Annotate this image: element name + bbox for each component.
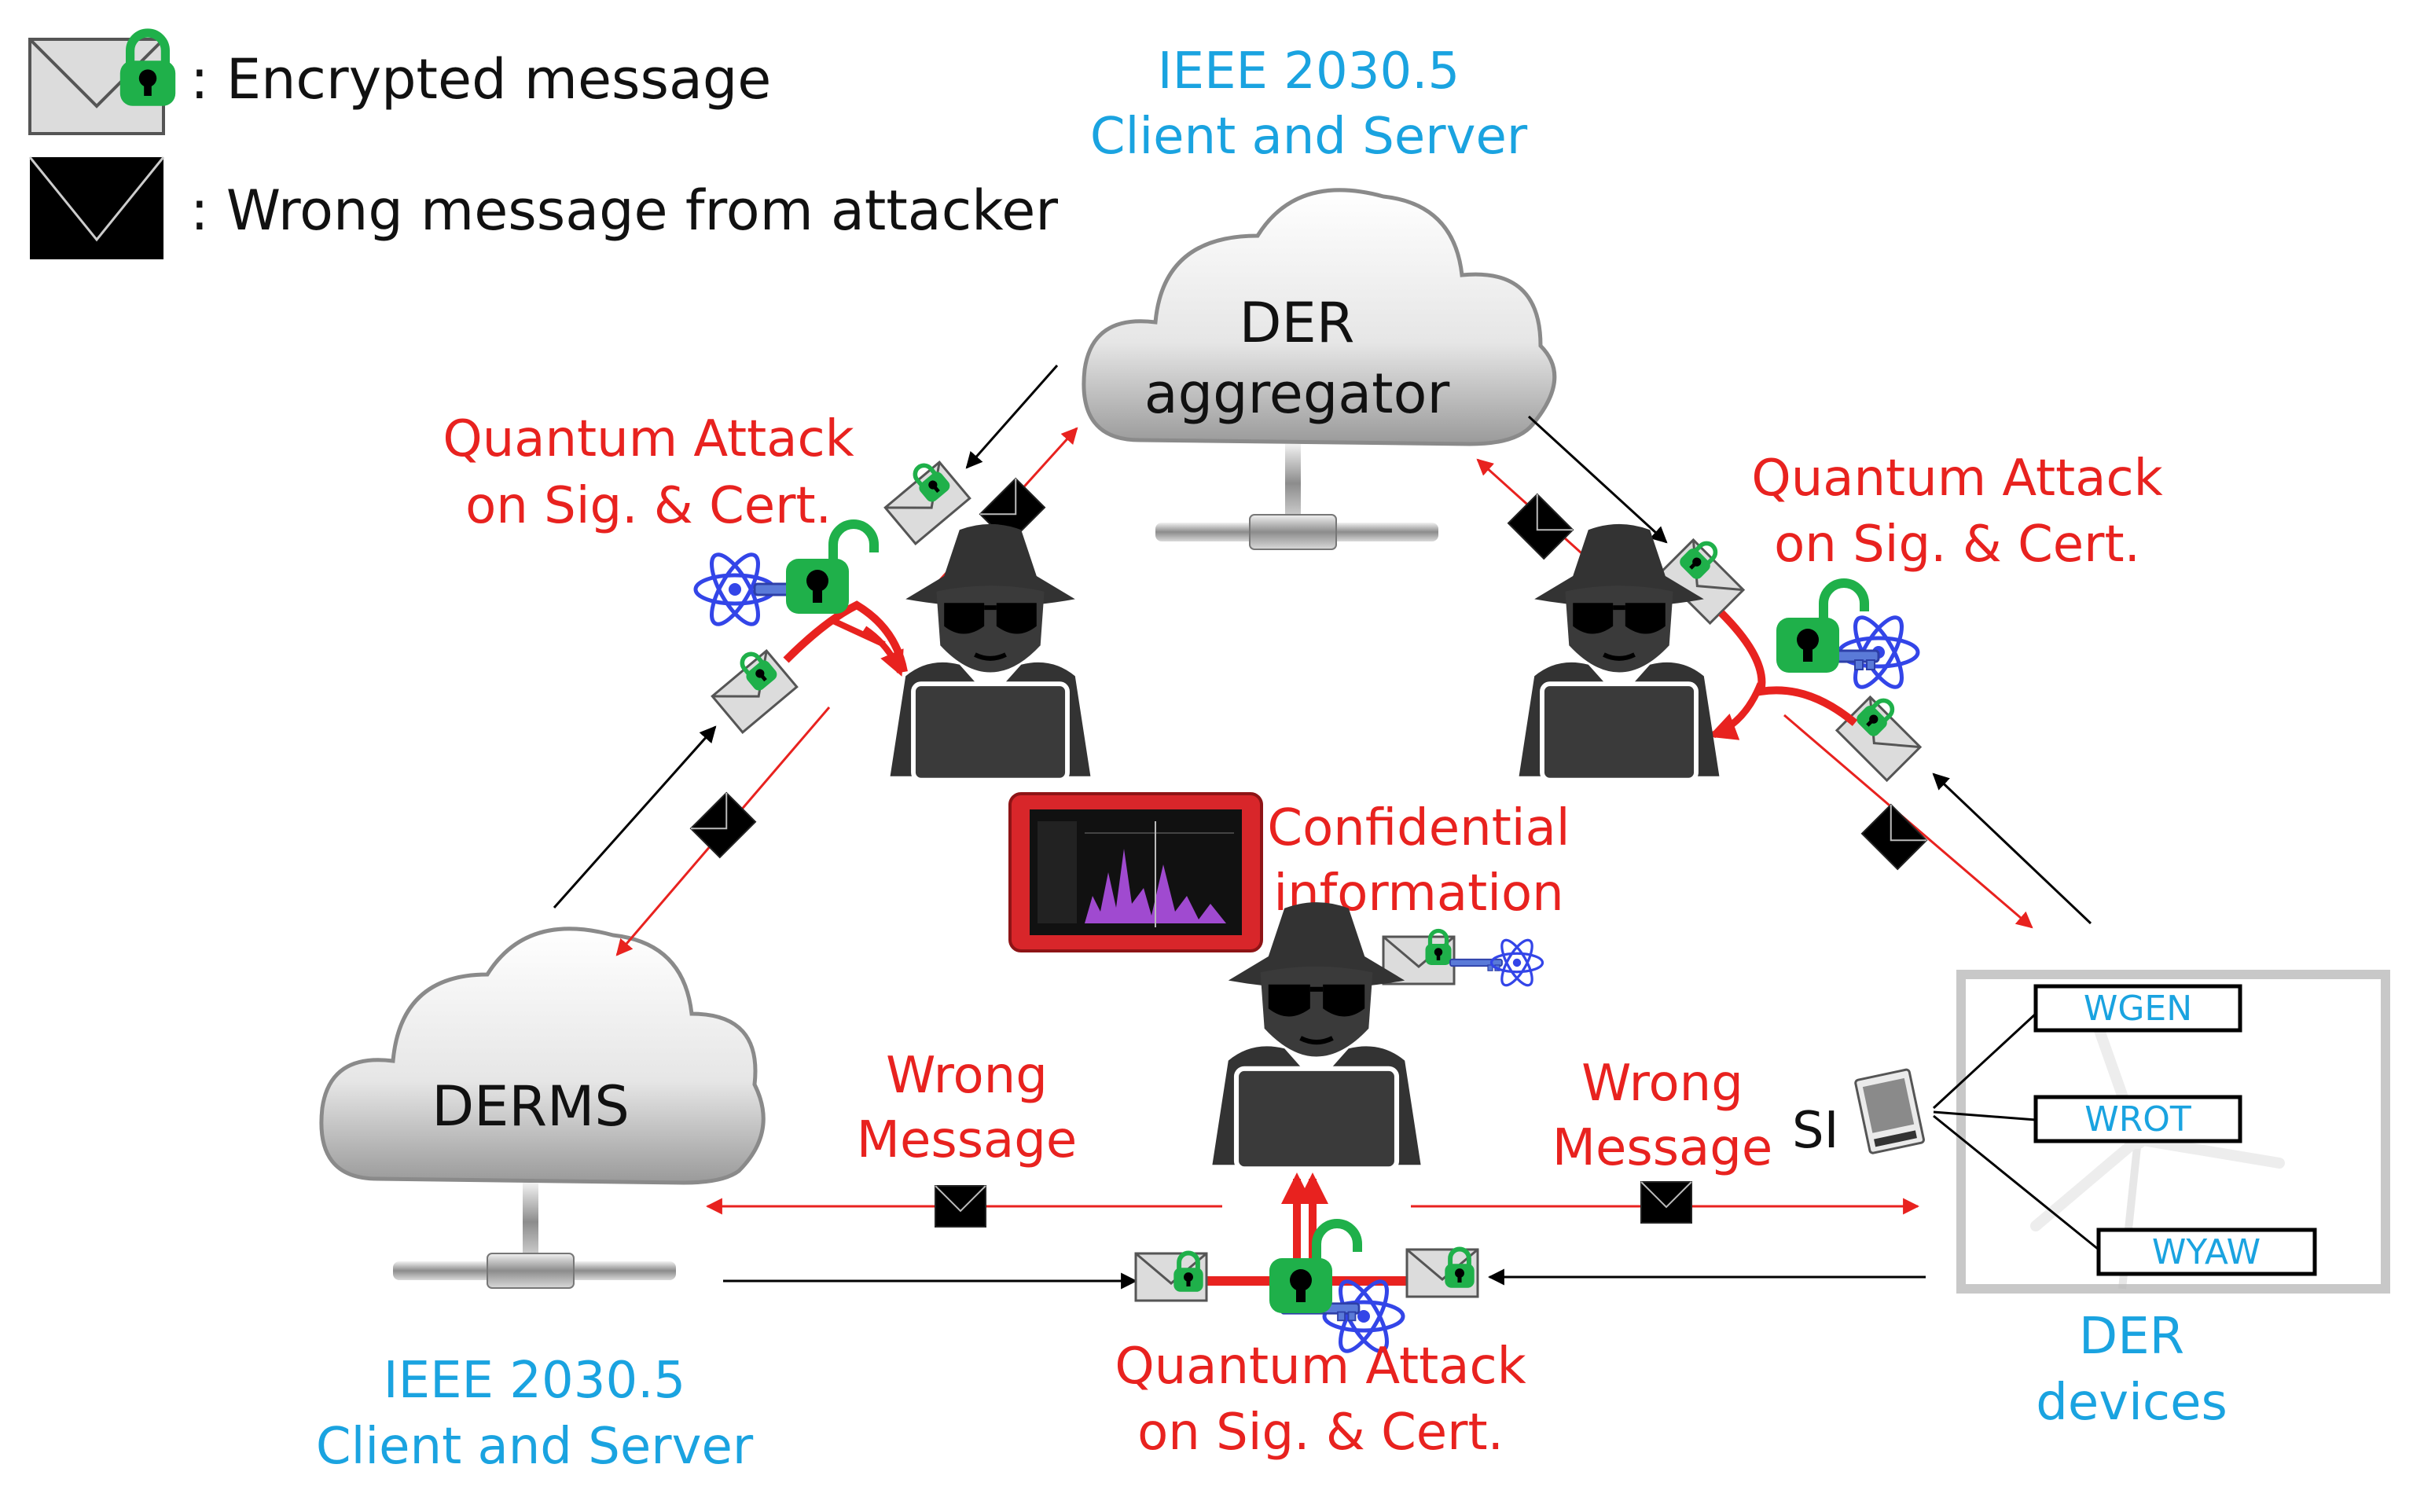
device-wrot: WROT: [2033, 1095, 2242, 1143]
bottom-attack-line2: on Sig. & Cert.: [1137, 1404, 1504, 1462]
wrong-envelope-icon: [1507, 493, 1574, 560]
device-wyaw: WYAW: [2096, 1228, 2317, 1276]
encrypted-envelope-icon: [1658, 533, 1745, 625]
encrypted-envelope-icon: [1134, 1253, 1208, 1302]
top-protocol-line1: IEEE 2030.5: [1158, 42, 1460, 101]
der-devices-caption-line1: DER: [2079, 1308, 2184, 1366]
der-aggregator-cloud: DER aggregator: [1082, 188, 1557, 550]
derms-cloud: DERMS: [319, 927, 766, 1289]
bottom-attack-line1: Quantum Attack: [1115, 1338, 1526, 1396]
wrong-envelope-icon: [935, 1185, 986, 1228]
open-lock-icon: [1269, 1224, 1357, 1313]
spectrum-analyzer-device: [1008, 792, 1263, 952]
wrong-message-right-line1: Wrong: [1581, 1055, 1743, 1113]
left-attack-line2: on Sig. & Cert.: [465, 477, 832, 535]
inverter-icon: [1854, 1068, 1925, 1154]
top-protocol-line2: Client and Server: [1090, 108, 1528, 166]
encrypted-envelope-icon: [28, 33, 175, 135]
legend-encrypted-label: : Encrypted message: [190, 47, 771, 112]
wrong-envelope-icon: [689, 791, 757, 859]
der-devices-panel: WGEN WROT WYAW: [1932, 970, 2390, 1294]
bottom-protocol-line1: IEEE 2030.5: [384, 1352, 685, 1410]
right-attack-line1: Quantum Attack: [1751, 450, 2162, 508]
wrong-message-left-line1: Wrong: [886, 1047, 1048, 1105]
right-attack-group: Quantum Attack on Sig. & Cert.: [1507, 450, 2163, 871]
encrypted-envelope-icon: [883, 455, 971, 545]
legend-wrong-label: : Wrong message from attacker: [190, 178, 1058, 243]
wrong-message-left-line2: Message: [857, 1111, 1078, 1169]
legend: : Encrypted message : Wrong message from…: [28, 33, 1058, 259]
encrypted-envelope-icon: [1405, 1250, 1479, 1298]
left-attack-line1: Quantum Attack: [443, 410, 854, 468]
wrong-envelope-icon: [1640, 1181, 1692, 1224]
device-label: WGEN: [2084, 989, 2192, 1029]
si-inverter: SI: [1792, 1068, 1925, 1160]
wrong-envelope-icon: [1860, 803, 1928, 871]
left-attack-group: Quantum Attack on Sig. & Cert.: [443, 410, 1091, 859]
derms-label: DERMS: [432, 1074, 630, 1139]
bottom-protocol-line2: Client and Server: [316, 1418, 754, 1476]
wrong-envelope-icon: [28, 156, 165, 259]
si-label: SI: [1792, 1102, 1839, 1160]
open-lock-icon: [786, 524, 874, 614]
aggregator-label-line2: aggregator: [1144, 361, 1450, 426]
confidential-line1: Confidential: [1267, 799, 1570, 857]
encrypted-envelope-icon: [1835, 690, 1922, 782]
wrong-message-right-line2: Message: [1552, 1119, 1773, 1177]
aggregator-label-line1: DER: [1240, 291, 1355, 355]
stolen-message-icon: [1382, 931, 1544, 991]
bottom-attack-group: Wrong Message Wrong Message Quantum Atta…: [857, 902, 1773, 1462]
right-attack-line2: on Sig. & Cert.: [1774, 516, 2140, 574]
device-label: WROT: [2084, 1099, 2191, 1140]
device-wgen: WGEN: [2033, 984, 2242, 1033]
device-label: WYAW: [2152, 1232, 2261, 1272]
key-icon: [1449, 958, 1503, 972]
hacker-icon: [891, 524, 1091, 780]
encrypted-envelope-icon: [711, 644, 799, 734]
der-devices-caption-line2: devices: [2036, 1374, 2228, 1432]
